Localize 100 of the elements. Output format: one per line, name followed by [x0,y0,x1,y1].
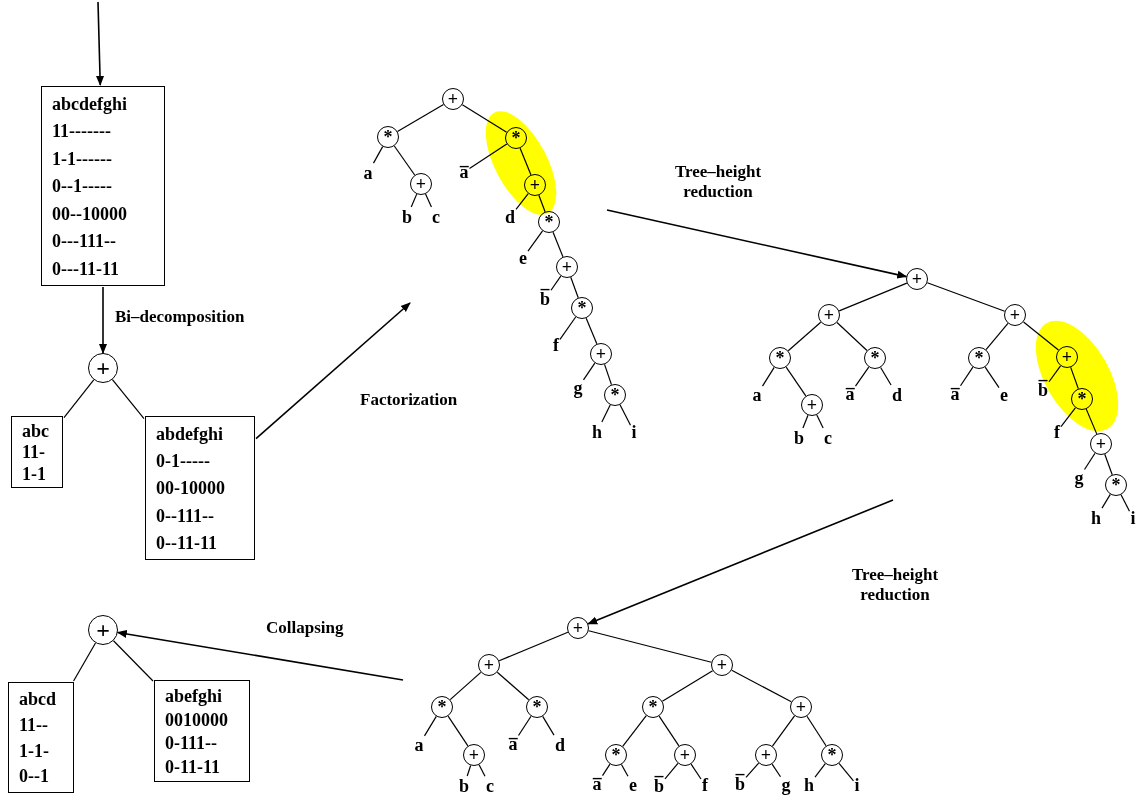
cube-row-text: 0-1----- [155,450,210,474]
tree-edge [622,715,647,747]
tree-edge [63,379,95,419]
cube-row-text: 1-1 [21,463,46,485]
cube-row-text: 0--1 [18,765,49,789]
tree-edge [690,763,702,780]
tree-edge [527,230,544,252]
cube-row-text: 00--10000 [51,202,127,226]
tree-edge [836,321,868,352]
tree-edge [806,715,827,747]
variable-label: h [804,776,814,794]
tree-edge [1083,452,1096,471]
variable-header: abc [21,421,49,443]
tree-edge [745,762,760,778]
arrow [255,302,411,440]
cube-table [8,682,74,793]
tree-edge [984,366,1000,389]
cube-table [145,416,255,560]
tree-edge [517,715,532,737]
tree-edge [461,104,508,133]
tree-edge [1101,493,1111,509]
tree-edge [664,762,679,780]
variable-label: i [631,423,637,441]
variable-label: f [553,336,559,354]
variable-label: d [505,208,515,226]
arrow [606,209,908,279]
variable-label: i [1130,509,1136,527]
tree-edge [619,404,632,426]
variable-label: g [781,776,791,794]
variable-label: e [519,249,527,267]
edge-label: Collapsing [266,618,344,638]
tree-edge [926,282,1006,312]
tree-edge [538,194,546,213]
tree-edge [816,414,824,429]
tree-edge [985,322,1009,351]
variable-label: d [892,386,902,404]
variable-label: c [432,208,440,226]
cube-row-text: 0---111-- [51,230,116,254]
cube-row-text: 11- [21,442,45,464]
tree-edge [601,763,611,777]
edge-label: Tree–height reduction [850,565,940,605]
edge-label: Factorization [360,390,458,410]
cube-row-text: 0-111-- [164,732,217,755]
variable-label: a̅ [508,735,518,753]
variable-label: a̅ [592,775,602,793]
tree-edge [1060,407,1076,428]
variable-label: f [702,776,708,794]
tree-edge [423,715,437,737]
cube-table [154,680,250,782]
tree-edge [787,321,822,352]
tree-edge [603,363,613,386]
tree-edge [559,316,577,340]
tree-edge [661,670,714,702]
edge-label: Tree–height reduction [673,162,763,202]
cube-row-text: 0010000 [164,708,228,732]
variable-label: a [414,736,424,754]
tree-edge [542,715,555,736]
arrow [587,499,894,625]
cube-row-text: 00-10000 [155,477,225,501]
variable-label: b [402,208,412,226]
variable-label: g [1074,469,1084,487]
variable-label: e [629,776,637,794]
tree-edge [515,193,529,210]
tree-edge [785,366,807,397]
tree-edge [1120,494,1131,512]
tree-edge [468,143,508,169]
tree-edge [814,763,826,778]
tree-edge [1022,321,1060,351]
tree-edge [585,317,598,345]
cube-table [11,416,63,488]
tree-edge [478,764,486,777]
cube-row-text: 0-11-11 [164,755,220,779]
variable-label: c [486,777,494,795]
tree-edge [1104,453,1113,476]
variable-label: e [1000,386,1008,404]
variable-label: b̅ [654,777,664,795]
variable-label: b̅ [1038,381,1048,399]
edge-label: Bi–decomposition [115,307,245,327]
tree-edge [1070,366,1079,390]
tree-edge [854,366,870,387]
cube-row-text: 1-1- [18,739,49,763]
variable-label: b̅ [540,290,550,308]
cube-row-text: 1-1------ [51,147,112,171]
tree-edge [570,276,579,299]
arrow [96,1,104,86]
tree-edge [552,231,564,258]
arrow [99,286,107,354]
tree-edge [396,103,445,133]
variable-label: a [752,386,762,404]
variable-label: a̅ [950,385,960,403]
variable-header: abdefghi [155,423,224,446]
tree-edge [1085,408,1098,435]
cube-row-text: 0--11-11 [155,531,217,555]
tree-edge [838,762,855,782]
tree-edge [588,630,712,663]
tree-edge [582,362,596,381]
tree-edge [880,366,892,386]
tree-edge [449,671,482,701]
arrow [116,630,404,681]
variable-label: c [824,429,832,447]
